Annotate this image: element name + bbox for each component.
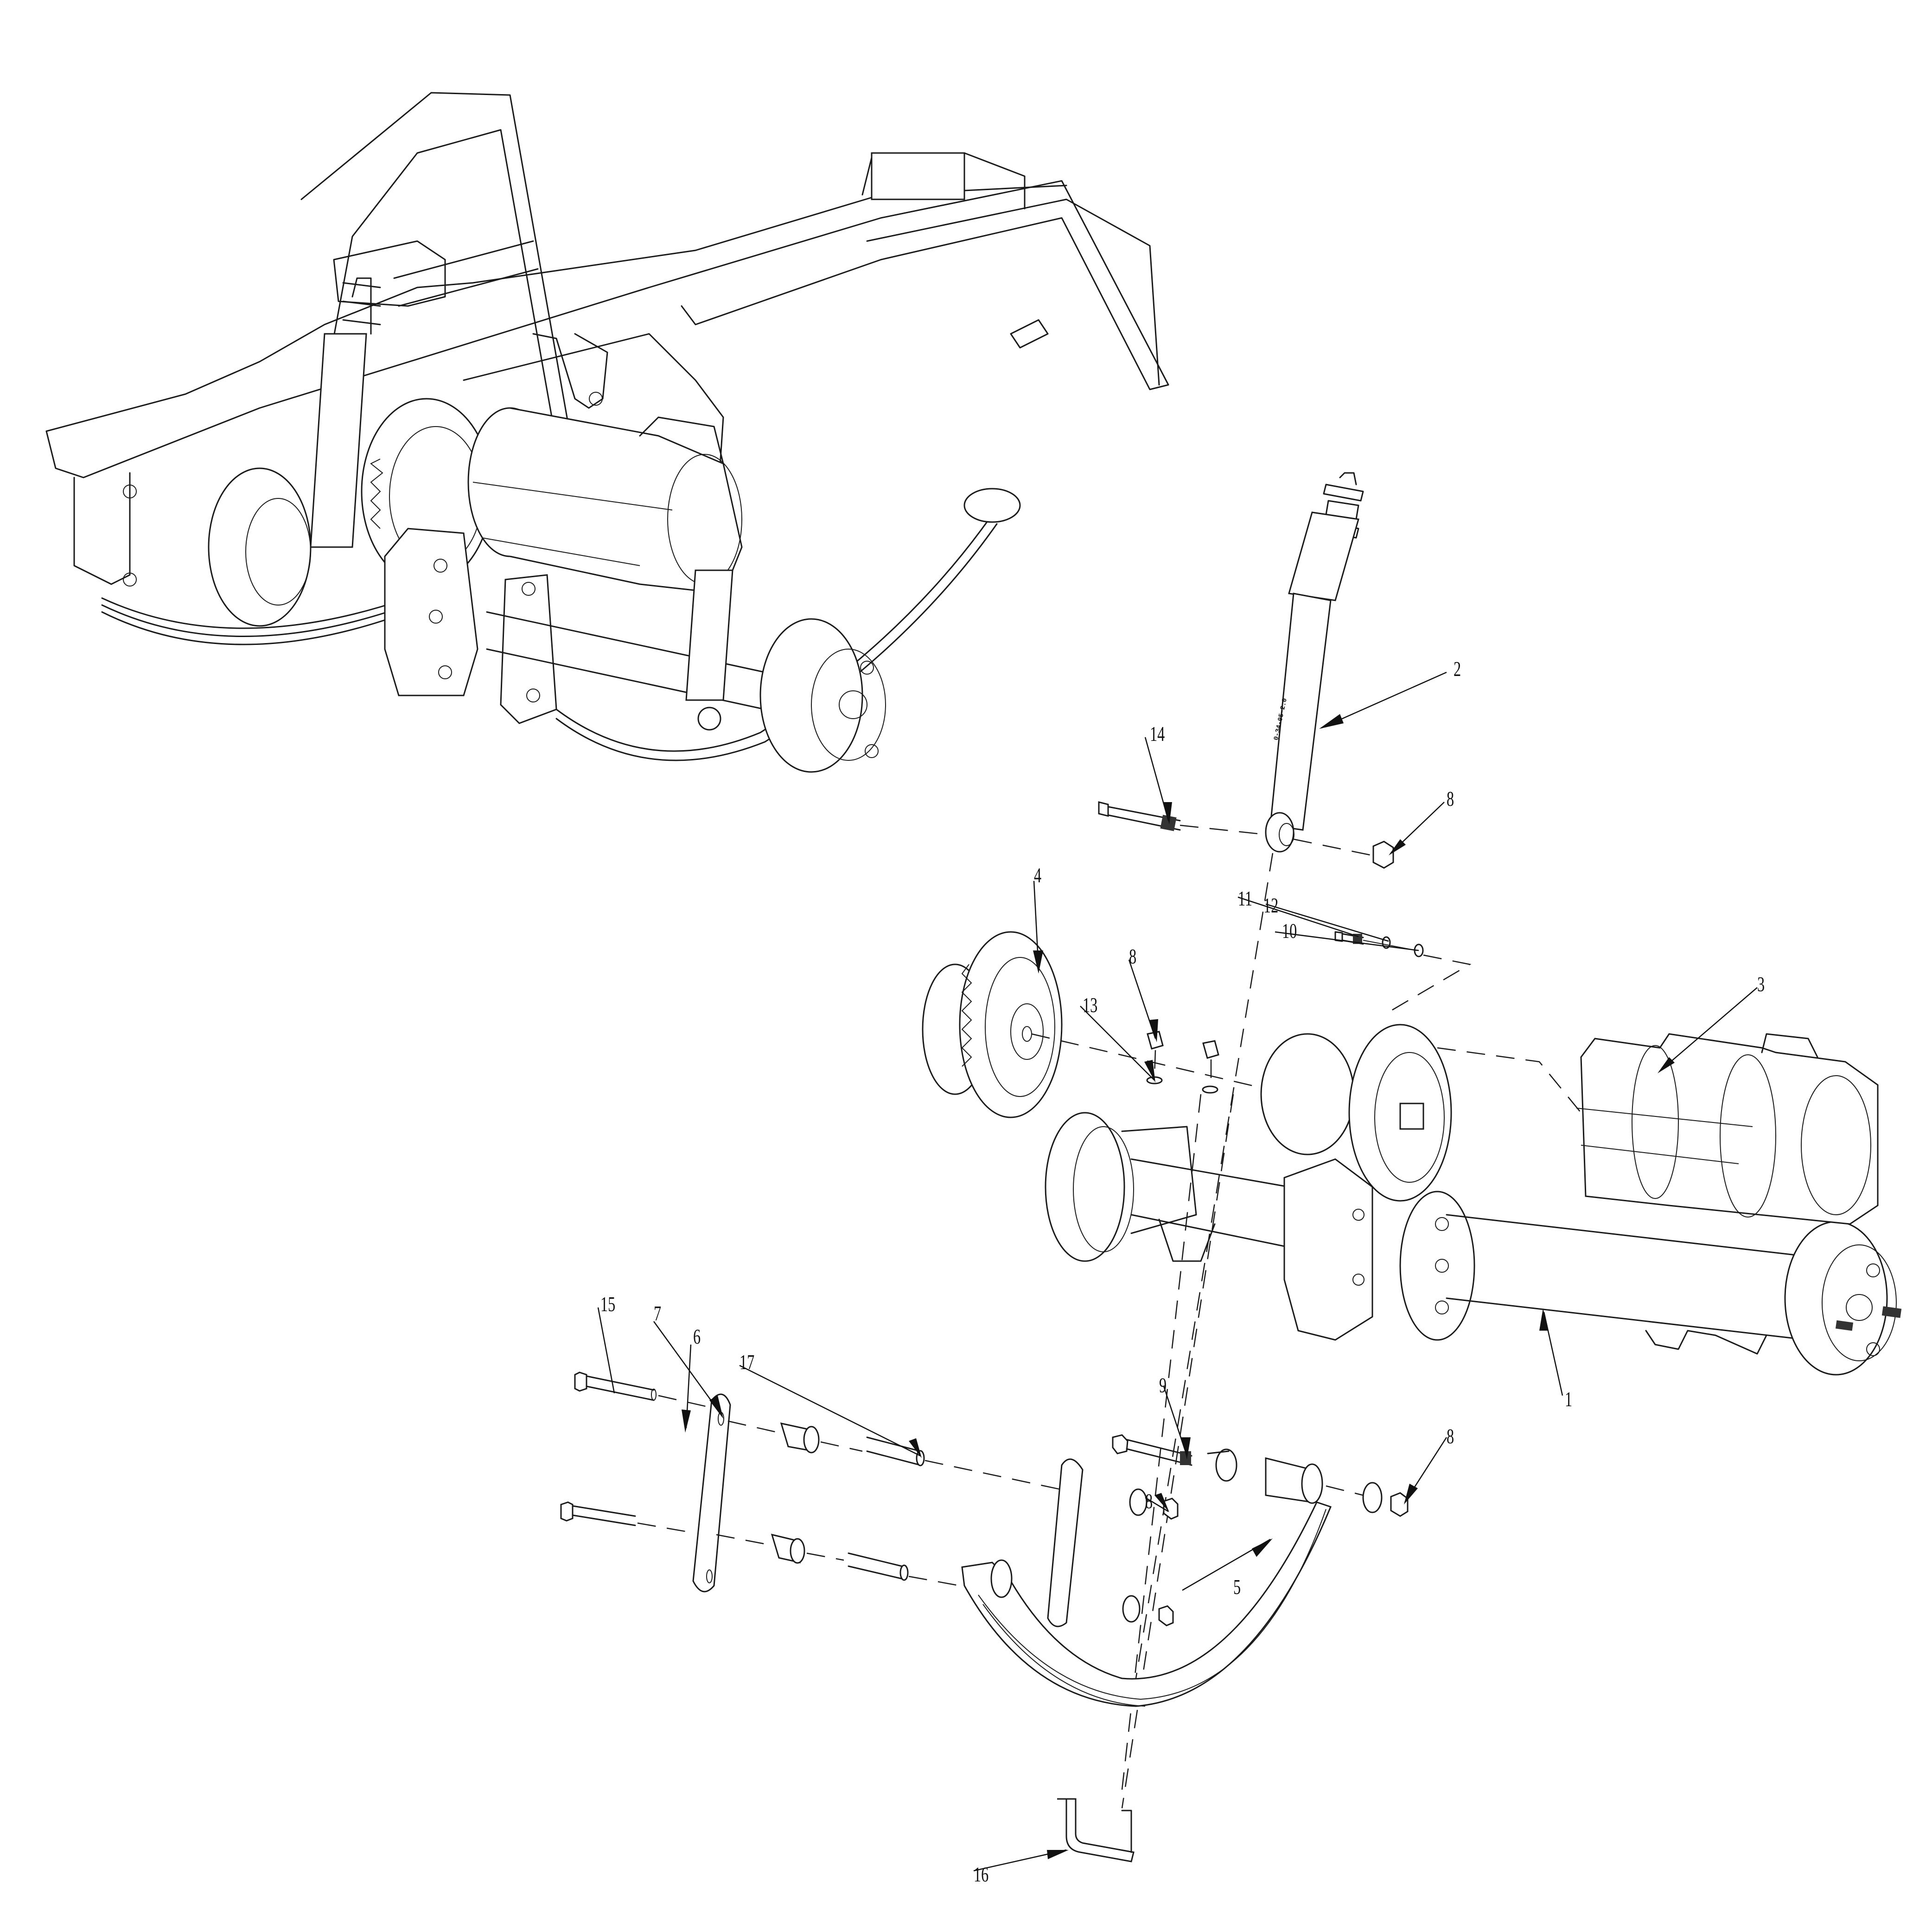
- callout-17: 17: [740, 1350, 755, 1374]
- shock-absorber-part: [1265, 472, 1364, 853]
- callout-9: 9: [1159, 1373, 1167, 1397]
- gear-disc-part: [922, 931, 1063, 1118]
- lock-nut-part: [1372, 841, 1394, 869]
- callout-13: 13: [1083, 993, 1098, 1017]
- callout-4: 4: [1034, 863, 1042, 887]
- callout-2: 2: [1454, 657, 1461, 681]
- callout-10: 10: [1282, 919, 1297, 943]
- shock-bolt-part: [1098, 801, 1181, 831]
- callout-1: 1: [1565, 1387, 1573, 1411]
- exploded-view: [560, 472, 1902, 1862]
- callout-6: 6: [693, 1325, 701, 1348]
- assembled-view: [45, 92, 1169, 773]
- callout-12: 12: [1263, 893, 1279, 917]
- axle-housing-part: [1045, 1024, 1902, 1376]
- callout-3: 3: [1757, 972, 1765, 996]
- callout-14: 14: [1150, 722, 1165, 746]
- u-bolt-part: [1057, 1798, 1135, 1862]
- callout-8d: 8: [1447, 1424, 1454, 1448]
- callout-5: 5: [1233, 1575, 1241, 1599]
- callout-leaders: [597, 671, 1758, 1872]
- callout-16: 16: [974, 1862, 989, 1886]
- shackle-bolt-part: [574, 1371, 587, 1392]
- callout-7: 7: [654, 1301, 662, 1325]
- callout-8b: 8: [1129, 944, 1137, 968]
- callout-11: 11: [1238, 886, 1253, 910]
- shackle-link-part: [692, 1393, 731, 1593]
- drive-motor-part: [1576, 1033, 1879, 1225]
- callout-8c: 8: [1145, 1489, 1153, 1513]
- callout-15: 15: [600, 1292, 616, 1316]
- callout-8a: 8: [1447, 787, 1454, 810]
- leaf-spring-part: [961, 1501, 1332, 1707]
